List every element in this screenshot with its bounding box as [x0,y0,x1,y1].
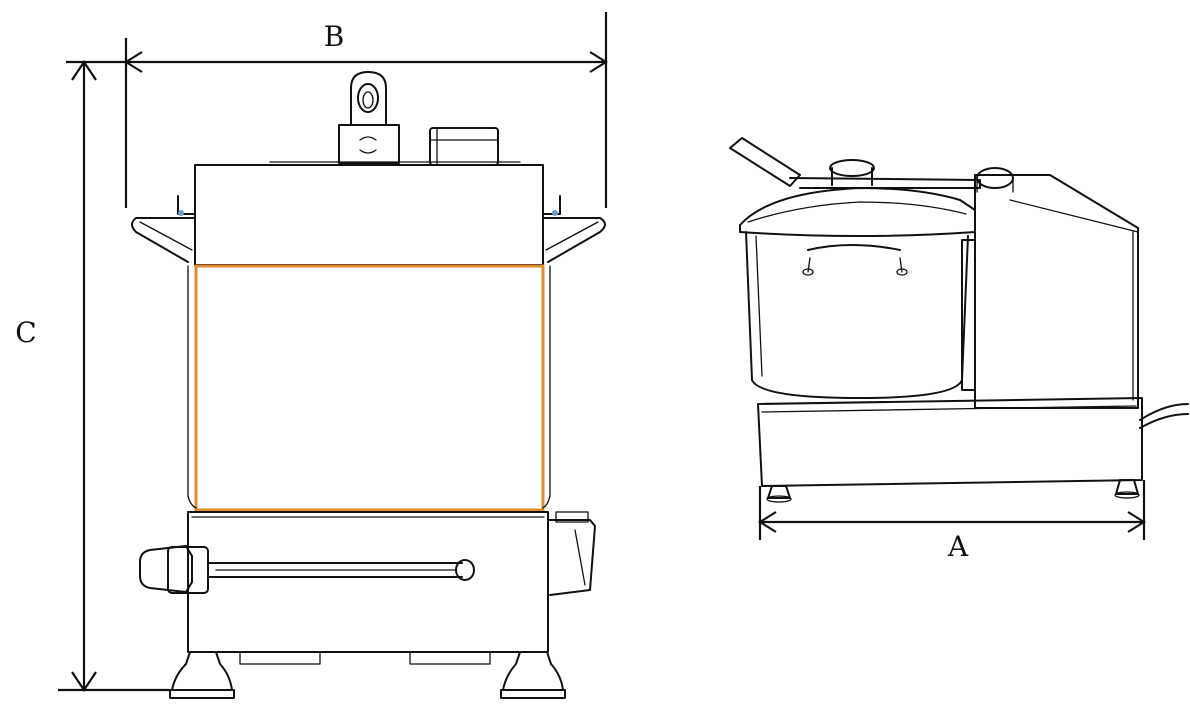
lid-lever [729,137,1014,193]
right-handle [542,195,606,263]
motor-tower [961,174,1139,409]
base-housing [187,511,549,653]
dimension-a-label: A [947,530,969,563]
bowl-lid [739,187,976,237]
front-view [131,71,606,699]
front-feet [169,651,566,699]
side-view [729,137,1189,503]
top-knob [338,71,400,164]
dimension-b-label: B [324,20,345,53]
bowl-highlight [194,264,545,512]
dimension-c: C [15,60,170,692]
side-feet [766,479,1140,503]
right-handle-rivet [552,210,558,216]
switch-housing [429,127,499,166]
dimension-c-label: C [15,316,36,349]
dimension-a: A [757,480,1147,563]
left-handle [131,195,196,263]
dimension-b: B [123,12,609,208]
motor-head [194,164,544,266]
base-side-switch [547,511,596,596]
side-base [757,397,1189,487]
side-bowl [745,231,969,399]
left-handle-rivet [178,210,184,216]
power-cord [139,545,475,594]
